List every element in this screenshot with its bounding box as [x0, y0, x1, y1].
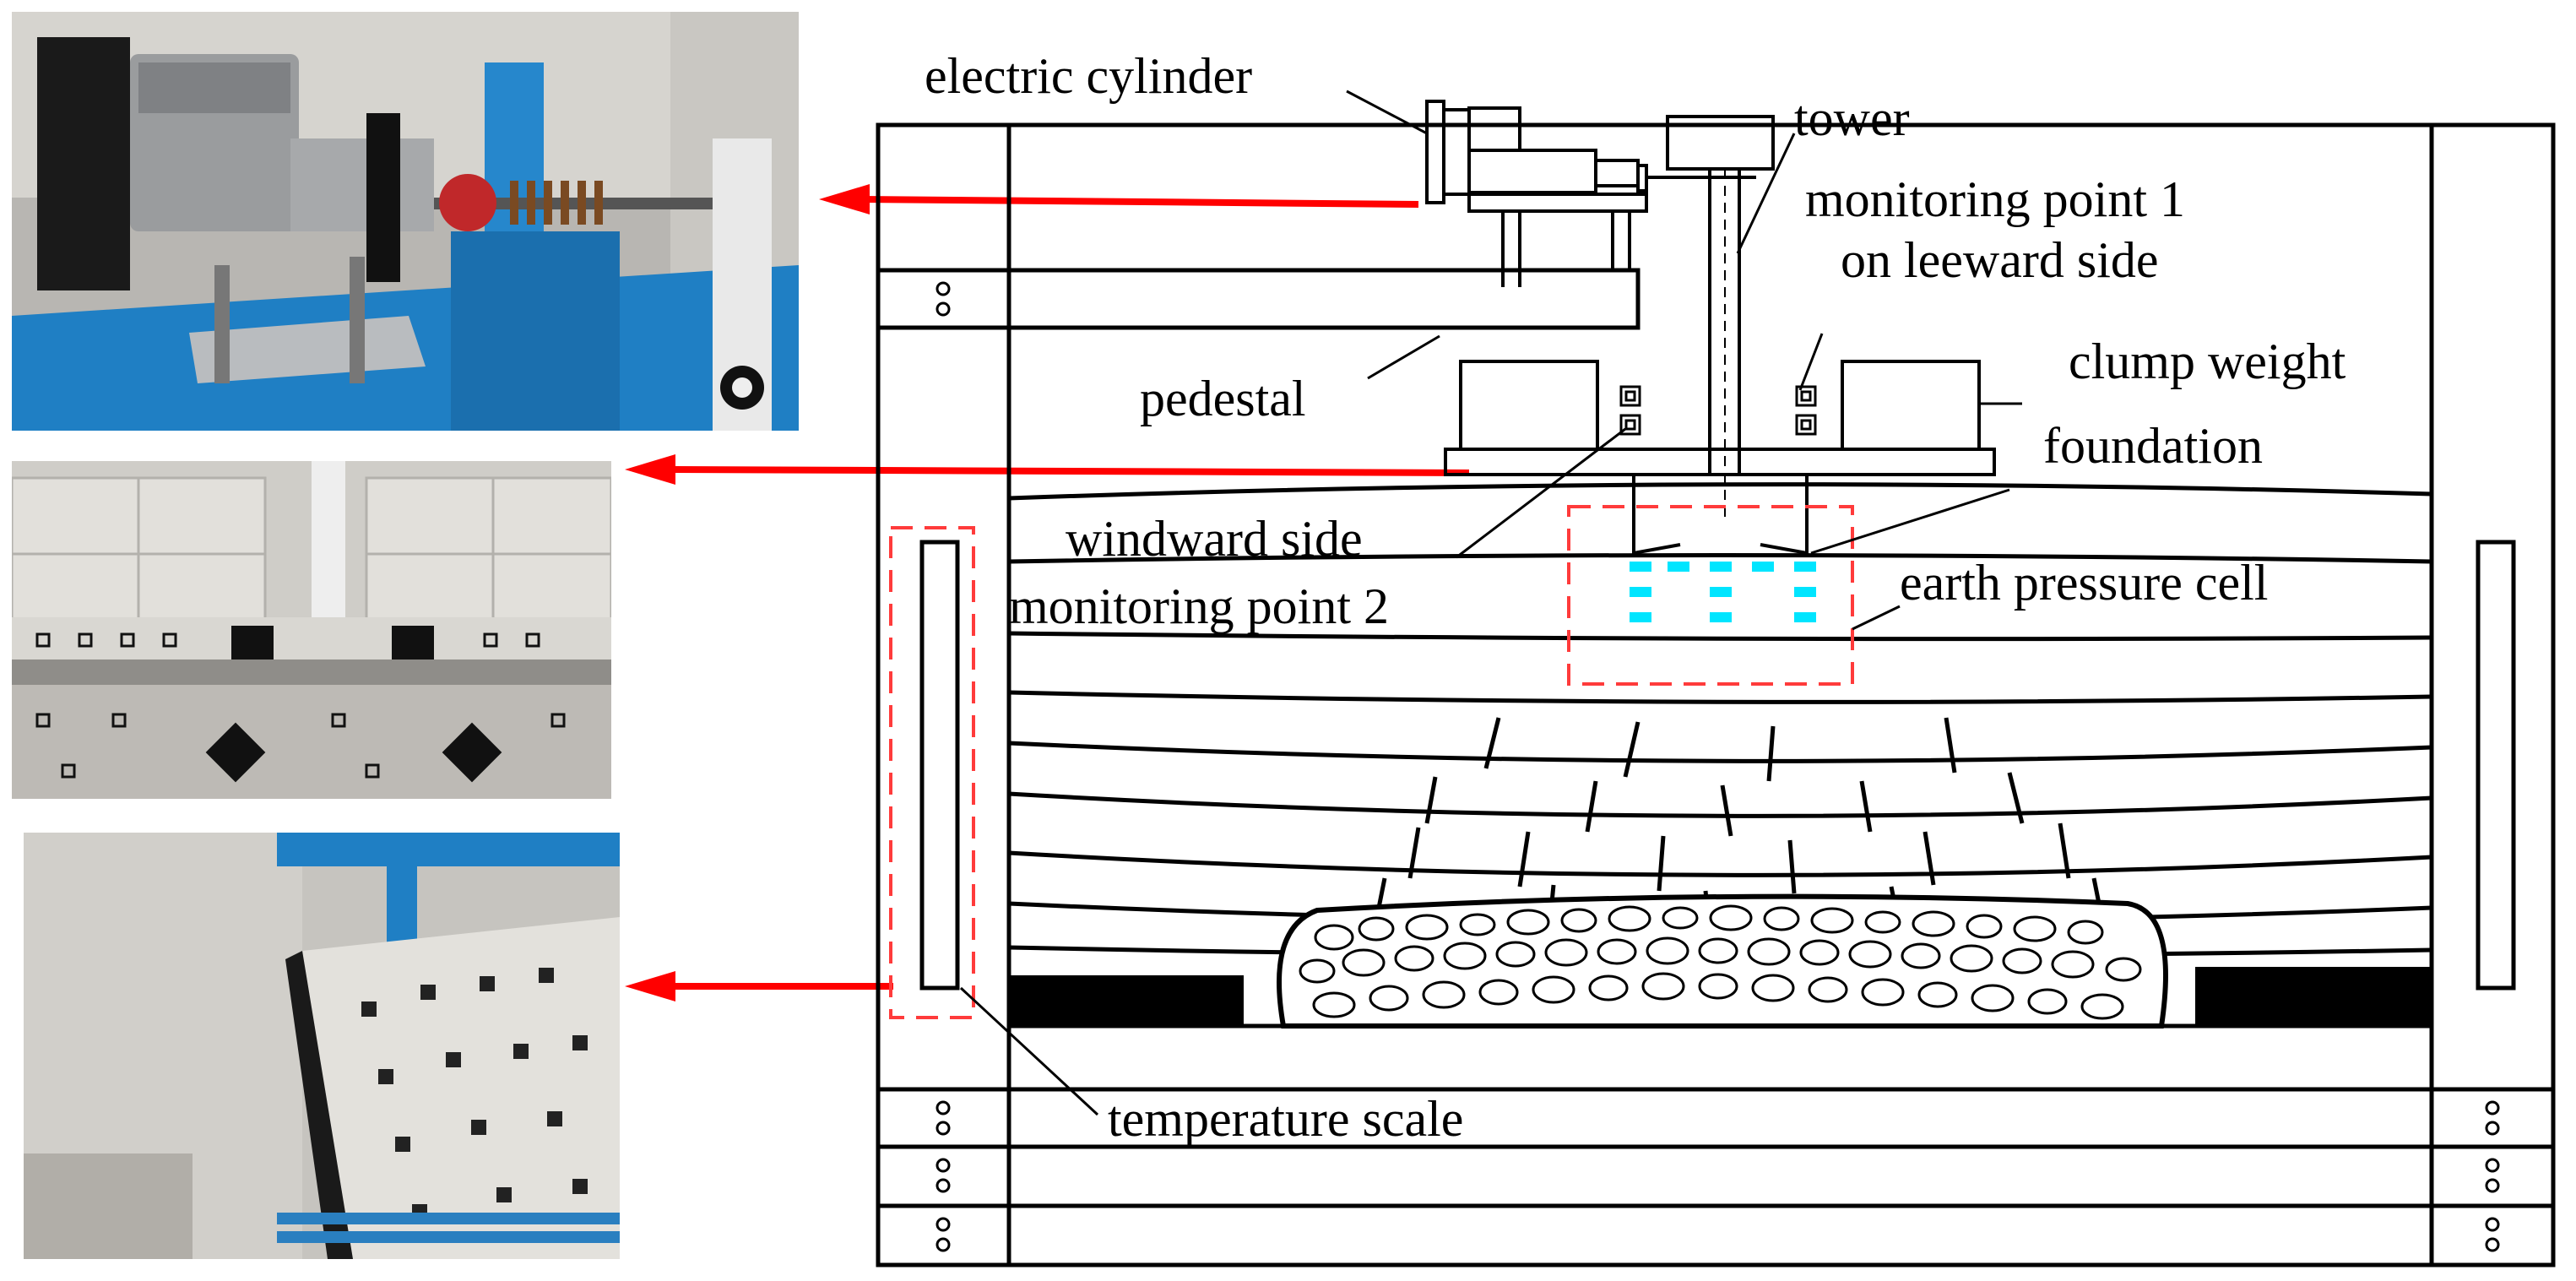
- highlight-boxes: [889, 505, 1854, 1019]
- foundation-plate: [1444, 360, 1996, 556]
- label-temperature-scale: temperature scale: [1108, 1091, 1463, 1147]
- label-foundation: foundation: [2043, 418, 2263, 474]
- label-tower: tower: [1794, 90, 1910, 146]
- label-pedestal: pedestal: [1140, 371, 1306, 426]
- pedestal-beam: [1009, 268, 1641, 330]
- label-earth-pressure-cell: earth pressure cell: [1900, 555, 2268, 611]
- label-electric-cylinder: electric cylinder: [925, 48, 1252, 104]
- label-monitoring-point-2: monitoring point 2: [1009, 578, 1389, 634]
- labels: electric cylinder tower monitoring point…: [925, 48, 2346, 1147]
- label-windward-side: windward side: [1066, 511, 1363, 567]
- photo-foundation: [12, 461, 611, 799]
- strata-lines: [1008, 482, 2432, 958]
- photo-electric-cylinder: [12, 12, 799, 431]
- tower: [1666, 115, 1775, 524]
- label-leeward-side: on leeward side: [1841, 232, 2159, 288]
- electric-cylinder-device: [1425, 100, 1756, 287]
- photo-temperature-scale: [24, 833, 620, 1259]
- earth-pressure-cells: [1630, 562, 1816, 622]
- monitoring-point-markers: [1619, 385, 1817, 436]
- label-clump-weight: clump weight: [2069, 334, 2346, 389]
- bolt-holes: [935, 281, 2500, 1252]
- label-monitoring-point-1: monitoring point 1: [1805, 171, 2185, 227]
- leader-lines: [959, 90, 2022, 1116]
- pointer-arrows: [625, 184, 1470, 1001]
- model-box-frame: [876, 122, 2556, 1267]
- fracture-blocks: [1374, 717, 2105, 934]
- goaf-rubble: [1009, 893, 2432, 1029]
